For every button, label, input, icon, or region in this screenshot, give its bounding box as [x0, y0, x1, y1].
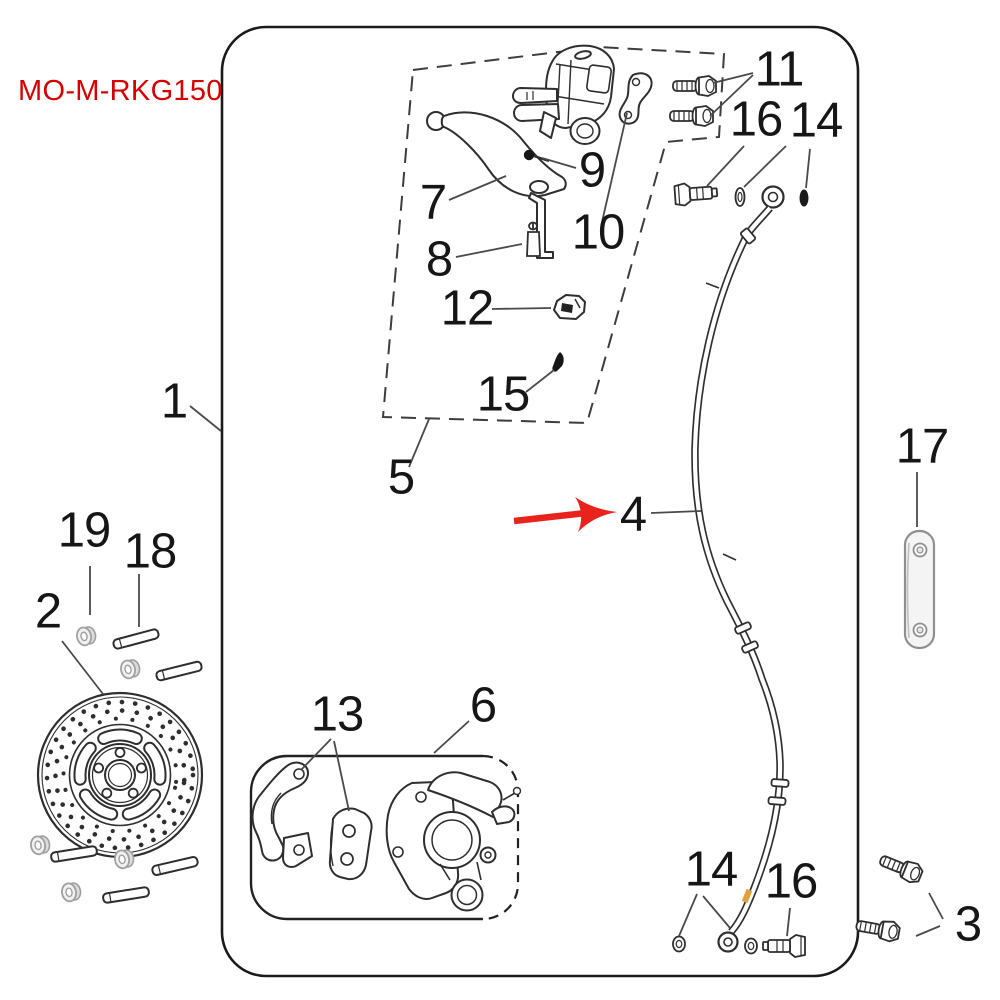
brake-rotor-art — [36, 691, 204, 859]
leader-lines — [61, 72, 944, 937]
banjo-bolt-bottom-art — [762, 934, 806, 958]
hose-bracket-art — [903, 529, 936, 650]
part-label-16-bottom: 16 — [764, 854, 819, 909]
part-label-16-top: 16 — [729, 92, 784, 147]
part-label-4: 4 — [619, 487, 647, 542]
caliper-box-outline — [249, 754, 520, 921]
caliper-bolts-art — [855, 855, 924, 943]
part-label-13: 13 — [310, 687, 365, 742]
banjo-bolt-top-art — [673, 182, 719, 207]
part-label-8: 8 — [425, 232, 453, 287]
small-pin-art — [552, 352, 564, 372]
washers-bottom-art — [672, 935, 758, 955]
washer-top-black-art — [799, 189, 809, 207]
brake-lever-art — [426, 111, 567, 259]
pad-bracket-art — [251, 761, 313, 868]
part-label-14-bottom: 14 — [684, 842, 739, 897]
part-label-7: 7 — [419, 175, 447, 230]
part-label-9: 9 — [578, 143, 606, 198]
hose-band — [741, 888, 753, 904]
part-label-6: 6 — [469, 678, 497, 733]
part-label-15: 15 — [476, 367, 531, 422]
brake-pad-art — [328, 807, 373, 881]
part-label-19: 19 — [57, 503, 112, 558]
part-label-17: 17 — [895, 419, 950, 474]
part-label-10: 10 — [571, 205, 626, 260]
clamp-bolts-art — [669, 75, 717, 127]
highlight-arrow-head — [575, 497, 617, 532]
part-label-3: 3 — [954, 897, 982, 952]
part-label-5: 5 — [387, 450, 415, 505]
hose-clamp-art — [618, 72, 653, 125]
washer-top-art — [734, 187, 746, 207]
part-label-2: 2 — [34, 584, 62, 639]
part-label-11: 11 — [754, 42, 805, 97]
part-label-1: 1 — [160, 374, 188, 429]
lever-perch-art — [553, 294, 586, 320]
wheel-nuts-art — [30, 626, 141, 903]
assembly-panel-outline — [381, 45, 726, 425]
part-label-12: 12 — [440, 281, 495, 336]
brake-hose-art — [691, 185, 790, 953]
adjuster-pin-art — [526, 221, 541, 257]
caliper-art — [385, 771, 522, 912]
diagram-code: MO-M-RKG150 — [18, 75, 223, 107]
part-label-14-top: 14 — [789, 93, 844, 148]
highlight-arrow-icon — [513, 497, 617, 532]
wheel-studs-art — [50, 628, 203, 904]
master-cylinder-art — [512, 44, 615, 145]
frame-border — [220, 25, 860, 978]
highlight-arrow-shaft — [513, 509, 587, 525]
part-label-18: 18 — [123, 524, 178, 579]
